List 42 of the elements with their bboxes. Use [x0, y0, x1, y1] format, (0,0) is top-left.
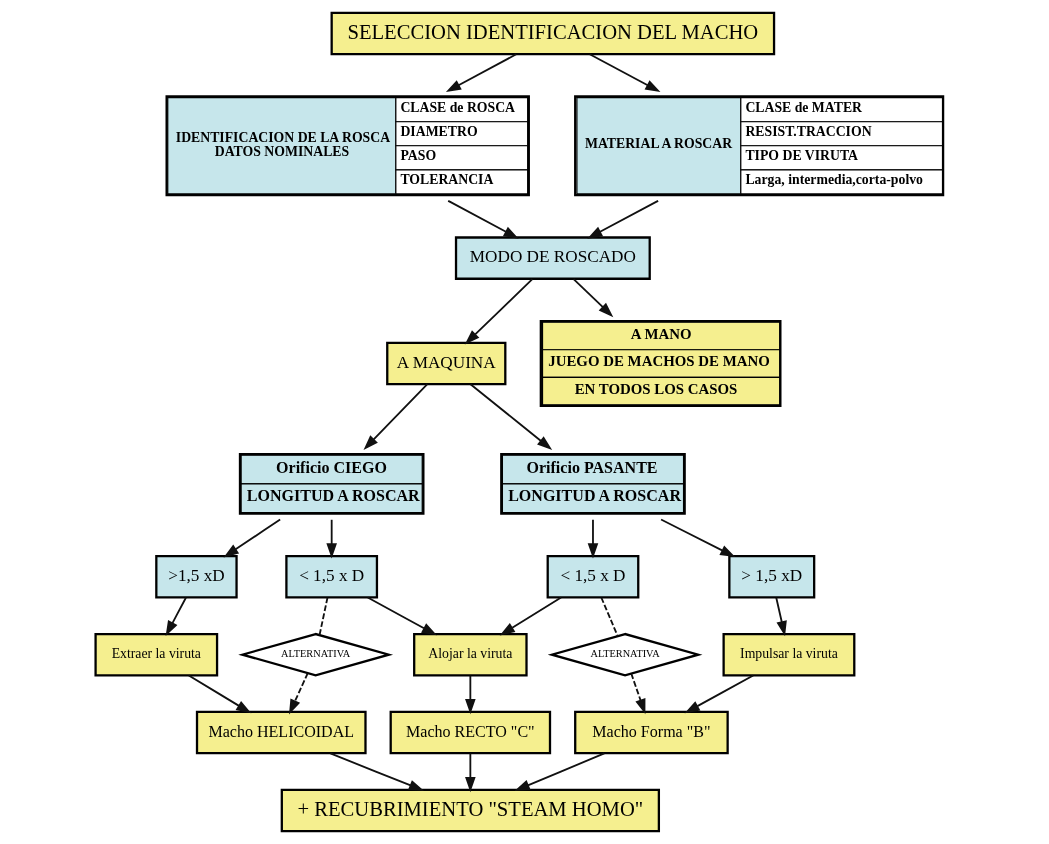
arrow	[363, 383, 429, 450]
arrow	[187, 674, 252, 714]
node-box: Alojar la viruta	[413, 632, 528, 677]
node-diamond: ALTERNATIVA	[547, 632, 703, 677]
arrow	[289, 672, 309, 715]
arrow	[660, 518, 736, 558]
node-box: >1,5 xD	[155, 554, 238, 599]
arrow	[223, 518, 282, 558]
node-box: Extraer la viruta	[94, 632, 219, 677]
node-box: Macho RECTO "C"	[389, 710, 552, 755]
arrow	[572, 278, 614, 318]
arrow	[465, 752, 476, 793]
connector	[600, 596, 619, 637]
node-box: MODO DE ROSCADO	[454, 236, 651, 280]
node-diamond: ALTERNATIVA	[238, 632, 394, 677]
arrow	[775, 596, 787, 637]
arrow	[684, 674, 755, 714]
node-box: A MAQUINA	[386, 341, 507, 386]
arrow	[326, 518, 337, 559]
node-box: + RECUBRIMIENTO "STEAM HOMO"	[280, 788, 661, 833]
node-box: < 1,5 x D	[285, 554, 379, 599]
node-box: < 1,5 x D	[546, 554, 640, 599]
arrow	[165, 596, 187, 636]
arrow	[514, 752, 606, 791]
node-box: SELECCION IDENTIFICACION DEL MACHO	[330, 11, 776, 56]
connector	[318, 596, 329, 636]
node-box: Macho Forma "B"	[574, 710, 729, 755]
arrow	[588, 53, 661, 92]
arrow	[329, 752, 424, 791]
node-box: Impulsar la viruta	[722, 632, 856, 677]
arrow	[447, 199, 519, 239]
arrow	[469, 383, 553, 450]
arrow	[464, 278, 534, 345]
arrow	[499, 596, 562, 636]
arrow	[445, 53, 518, 92]
node-box: > 1,5 xD	[728, 554, 816, 599]
arrow	[465, 674, 476, 715]
node-box: Macho HELICOIDAL	[195, 710, 367, 755]
arrow	[366, 596, 437, 636]
arrow	[630, 672, 646, 715]
arrow	[587, 518, 599, 559]
arrow	[587, 199, 660, 239]
